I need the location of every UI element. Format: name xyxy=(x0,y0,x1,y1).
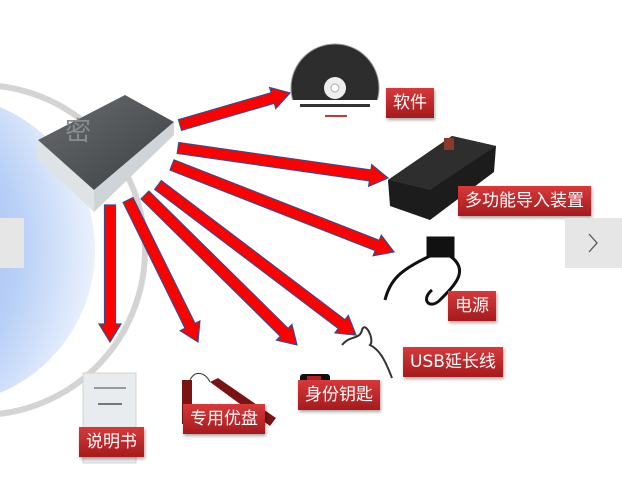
software-cd xyxy=(290,43,380,144)
product-box: 密 xyxy=(38,95,174,212)
arrow-to-usb-cable xyxy=(153,179,357,336)
gray-ring xyxy=(0,83,148,417)
label-software: 软件 xyxy=(386,88,434,118)
label-power: 电源 xyxy=(448,291,496,321)
label-import-device: 多功能导入装置 xyxy=(458,186,591,216)
arrow-to-manual xyxy=(97,204,123,344)
chevron-left-icon xyxy=(0,218,24,268)
label-udisk: 专用优盘 xyxy=(183,404,265,434)
arrow-to-power xyxy=(169,159,396,257)
label-manual: 说明书 xyxy=(79,427,144,457)
arrow-to-udisk xyxy=(122,196,201,344)
chevron-right-icon xyxy=(588,233,598,253)
import-device-image xyxy=(388,136,496,220)
arrow-to-import-device xyxy=(176,141,390,188)
arrow-to-id-key xyxy=(140,190,298,346)
usb-cable-image xyxy=(341,326,393,379)
label-usb-cable: USB延长线 xyxy=(403,347,503,377)
seal-watermark: 密 xyxy=(65,117,91,147)
arrows xyxy=(97,86,396,346)
label-id-key: 身份钥匙 xyxy=(298,380,380,410)
carousel-next-button[interactable] xyxy=(565,218,622,268)
arrow-to-software xyxy=(177,86,292,132)
power-adapter-image xyxy=(383,236,462,306)
carousel-prev-button[interactable] xyxy=(0,218,24,268)
